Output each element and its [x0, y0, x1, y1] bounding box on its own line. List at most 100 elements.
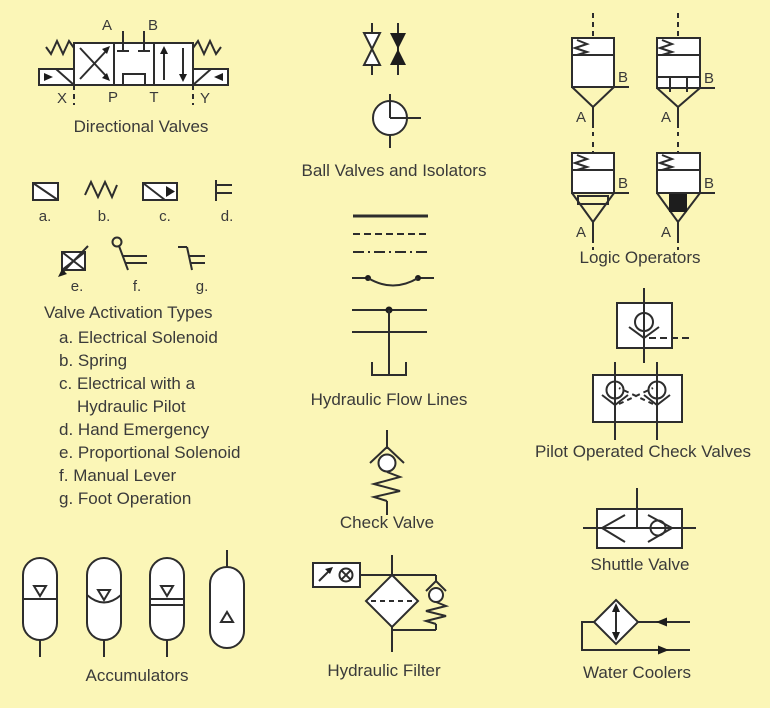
proportional-solenoid-icon: [58, 245, 89, 277]
list-item: f. Manual Lever: [44, 464, 240, 487]
port-b-label: B: [704, 175, 714, 192]
list-item: g. Foot Operation: [44, 487, 240, 510]
flow-lines-symbols: [352, 214, 434, 376]
port-a-label: A: [661, 224, 671, 241]
port-b-label: B: [618, 69, 628, 86]
shuttle-valve-caption: Shuttle Valve: [590, 555, 690, 574]
logic-operator-seat-land: B A: [571, 142, 629, 250]
letter-e: e.: [71, 278, 84, 295]
ball-valves-symbols: [362, 23, 421, 148]
single-pilot-check-icon: [616, 288, 693, 363]
item-text: Foot Operation: [77, 489, 192, 508]
right-seat: [647, 514, 675, 543]
valve-activation-symbols: a. b. c. d. e. f. g.: [32, 179, 234, 295]
hand-emergency-icon: [215, 180, 232, 201]
directional-valve-symbol: A B P T X Y: [38, 17, 229, 107]
item-text: Hand Emergency: [77, 420, 210, 439]
item-text: Spring: [77, 351, 128, 370]
port-a-label: A: [661, 109, 671, 126]
port-a-label: A: [576, 224, 586, 241]
item-text: Electrical with a: [76, 374, 196, 393]
item-text: Electrical Solenoid: [77, 328, 218, 347]
isolator-closed-icon: [390, 23, 406, 75]
valve-activation-list: Valve Activation Types a. Electrical Sol…: [44, 301, 240, 510]
item-text: Proportional Solenoid: [77, 443, 241, 462]
valve-seat: [369, 445, 405, 464]
manual-lever-icon: [111, 236, 147, 271]
port-a-label: A: [576, 109, 586, 126]
shuttle-valve-symbol: [583, 488, 696, 549]
spring-icon: [370, 471, 404, 502]
port-t-label: T: [149, 89, 158, 106]
item-key: a.: [59, 328, 74, 347]
bypass-check-valve-icon: [392, 574, 450, 631]
item-key: e.: [59, 443, 74, 462]
foot-operation-icon: [178, 246, 205, 271]
port-b-label: B: [618, 175, 628, 192]
check-valve-symbol: [369, 430, 405, 515]
item-key: g.: [59, 489, 74, 508]
pilot-lines: [73, 85, 194, 105]
list-item: d. Hand Emergency: [44, 418, 240, 441]
logic-operators-symbols: B A B A: [571, 13, 715, 250]
accumulators-caption: Accumulators: [85, 666, 189, 685]
electrical-solenoid-icon: [32, 182, 59, 201]
list-item: b. Spring: [44, 349, 240, 372]
left-seat: [600, 514, 626, 543]
letter-a: a.: [39, 208, 52, 225]
list-item: e. Proportional Solenoid: [44, 441, 240, 464]
letter-f: f.: [133, 278, 141, 295]
letter-d: d.: [221, 208, 234, 225]
flexible-hose-icon: [352, 275, 434, 287]
letter-b: b.: [98, 208, 111, 225]
check-valve-caption: Check Valve: [339, 513, 435, 532]
port-a-label: A: [102, 17, 112, 34]
center-position-icon: [117, 31, 150, 85]
item-text: Hydraulic Pilot: [77, 397, 186, 416]
isolator-open-icon: [362, 23, 382, 75]
letter-c: c.: [159, 208, 171, 225]
accumulator-diaphragm-icon: [86, 557, 122, 657]
letter-g: g.: [196, 278, 209, 295]
hydraulic-filter-caption: Hydraulic Filter: [327, 661, 441, 680]
ball-valve-icon: [372, 94, 421, 148]
pilot-check-valves-symbols: [592, 288, 693, 440]
port-b-label: B: [148, 17, 158, 34]
list-item-continuation: Hydraulic Pilot: [44, 395, 240, 418]
valve-activation-title: Valve Activation Types: [44, 303, 213, 322]
spring-icon: [45, 38, 222, 57]
accumulators-symbols: [22, 550, 245, 657]
spring-icon: [84, 179, 118, 200]
port-x-label: X: [57, 90, 67, 107]
valve-ball: [377, 453, 397, 473]
accumulator-bladder-icon: [22, 557, 58, 657]
ball-valves-caption: Ball Valves and Isolators: [301, 161, 487, 180]
filter-element-icon: [364, 573, 420, 629]
port-p-label: P: [108, 89, 118, 106]
item-key: f.: [59, 466, 69, 485]
clogging-indicator-icon: [312, 562, 361, 588]
item-key: d.: [59, 420, 74, 439]
logic-operator-poppet: B A: [571, 13, 629, 136]
accumulator-piston-icon: [149, 557, 185, 657]
solenoid-icon: [38, 68, 229, 86]
logic-operators-caption: Logic Operators: [579, 248, 701, 267]
electrical-hydraulic-pilot-icon: [142, 182, 178, 201]
logic-operator-skirted-poppet: B A: [656, 13, 715, 136]
flow-path: [581, 617, 690, 655]
gas-bottle-icon: [209, 550, 245, 649]
item-key: c.: [59, 374, 73, 393]
heat-exchange-arrows-icon: [612, 603, 620, 641]
directional-valves-caption: Directional Valves: [73, 117, 209, 136]
double-pilot-check-icon: [592, 362, 683, 440]
hydraulic-filter-symbol: [312, 555, 450, 652]
parallel-arrows-icon: [160, 46, 187, 82]
item-key: b.: [59, 351, 74, 370]
list-item: c. Electrical with a: [44, 372, 240, 395]
pilot-check-valves-caption: Pilot Operated Check Valves: [534, 442, 752, 461]
water-cooler-symbol: [581, 598, 690, 655]
port-y-label: Y: [200, 90, 210, 107]
crossed-arrows-icon: [79, 46, 110, 81]
list-item: a. Electrical Solenoid: [44, 326, 240, 349]
